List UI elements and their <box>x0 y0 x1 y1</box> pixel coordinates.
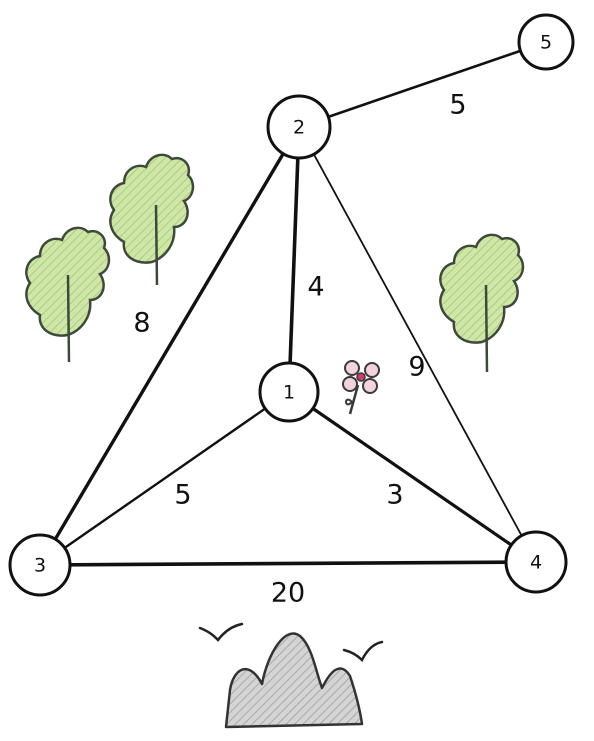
edge-weight-1-4: 3 <box>386 480 403 511</box>
node-circle <box>258 361 320 423</box>
node-label: 5 <box>540 32 552 54</box>
edge-2-5 <box>297 40 548 129</box>
edge-weight-1-3: 5 <box>174 480 191 511</box>
edge-2-1 <box>287 125 301 394</box>
edges-layer: 5 8 4 9 5 3 20 <box>38 40 548 609</box>
node-circle <box>8 533 72 597</box>
edge-3-4 <box>38 560 538 567</box>
nodes-layer: 1 2 3 4 5 <box>8 13 575 597</box>
rock-icon <box>224 632 364 729</box>
edge-weight-3-4: 20 <box>271 578 305 609</box>
node-label: 3 <box>34 555 46 577</box>
node-label: 4 <box>530 552 542 574</box>
decorations <box>25 153 525 729</box>
node-label: 2 <box>293 117 305 139</box>
flower-icon <box>342 360 380 415</box>
edge-weight-2-1: 4 <box>307 272 324 303</box>
tree-icon <box>25 226 111 363</box>
tree-icon <box>109 153 195 286</box>
edge-2-4 <box>298 126 537 563</box>
node-circle <box>517 13 575 71</box>
edge-2-3 <box>38 125 301 567</box>
edge-weight-2-5: 5 <box>449 90 466 121</box>
edge-1-3 <box>38 390 291 567</box>
node-1[interactable]: 1 <box>258 361 320 423</box>
bird-icon <box>198 622 244 642</box>
node-3[interactable]: 3 <box>8 533 72 597</box>
edge-1-4 <box>287 390 538 564</box>
tree-icon <box>439 233 525 373</box>
node-circle <box>266 94 332 160</box>
node-circle <box>504 530 568 594</box>
node-label: 1 <box>283 382 295 404</box>
node-5[interactable]: 5 <box>517 13 575 71</box>
node-2[interactable]: 2 <box>266 94 332 160</box>
bird-icon <box>342 640 384 663</box>
edge-weight-2-4: 9 <box>408 352 425 383</box>
edge-weight-2-3: 8 <box>133 308 150 339</box>
node-4[interactable]: 4 <box>504 530 568 594</box>
